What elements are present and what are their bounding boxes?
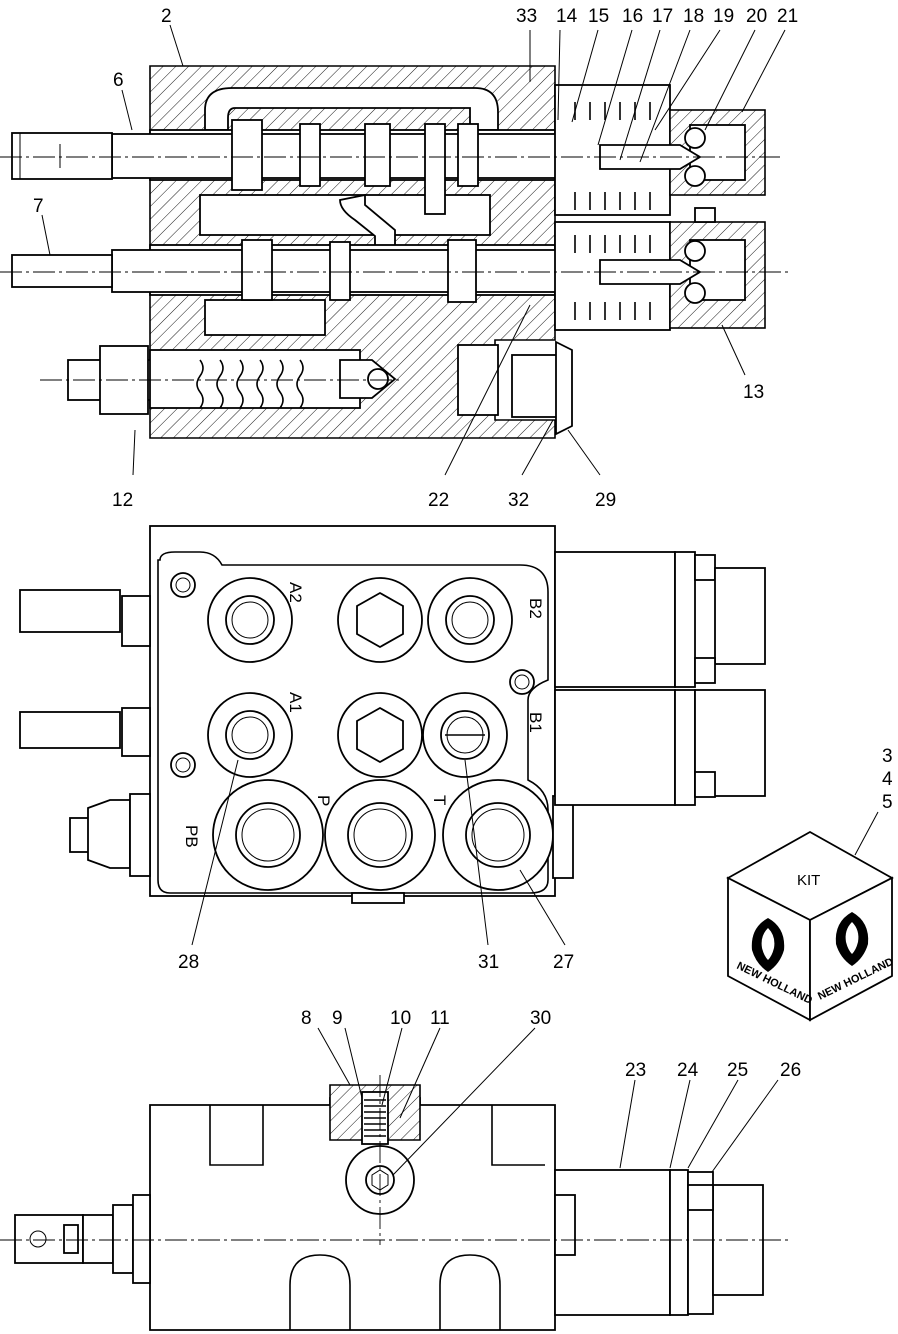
callout-18: 18 bbox=[683, 6, 704, 27]
callout-23: 23 bbox=[625, 1060, 646, 1081]
callout-33: 33 bbox=[516, 6, 537, 27]
port-b1: B1 bbox=[526, 712, 545, 733]
callout-3: 3 bbox=[882, 746, 893, 767]
callouts-top: 2 6 7 12 13 33 14 15 16 17 18 19 20 21 2… bbox=[33, 6, 798, 511]
callout-16: 16 bbox=[622, 6, 643, 27]
leaders-bottom bbox=[317, 1027, 779, 1176]
callouts-bottom: 8 9 10 11 30 23 24 25 26 bbox=[301, 1008, 801, 1081]
port-view bbox=[19, 525, 766, 904]
callout-32: 32 bbox=[508, 490, 529, 511]
callout-26: 26 bbox=[780, 1060, 801, 1081]
callout-5: 5 bbox=[882, 792, 893, 813]
callout-2: 2 bbox=[161, 6, 172, 27]
spool-6 bbox=[111, 133, 563, 179]
callout-28: 28 bbox=[178, 952, 199, 973]
callout-10: 10 bbox=[390, 1008, 411, 1029]
callout-21: 21 bbox=[777, 6, 798, 27]
callout-9: 9 bbox=[332, 1008, 343, 1029]
callout-4: 4 bbox=[882, 769, 893, 790]
port-pb: PB bbox=[182, 825, 201, 848]
port-b2: B2 bbox=[526, 598, 545, 619]
callout-17: 17 bbox=[652, 6, 673, 27]
kit-cube: KIT NEW HOLLAND NEW HOLLAND bbox=[726, 830, 896, 1022]
leaders-middle bbox=[191, 759, 879, 946]
callout-13: 13 bbox=[743, 382, 764, 403]
callout-22: 22 bbox=[428, 490, 449, 511]
callout-25: 25 bbox=[727, 1060, 748, 1081]
callout-19: 19 bbox=[713, 6, 734, 27]
spool-7-stem bbox=[11, 254, 113, 288]
callout-31: 31 bbox=[478, 952, 499, 973]
callout-15: 15 bbox=[588, 6, 609, 27]
leaders-top bbox=[41, 24, 786, 476]
callout-24: 24 bbox=[677, 1060, 699, 1081]
callout-6: 6 bbox=[113, 70, 124, 91]
port-a1: A1 bbox=[286, 692, 305, 713]
port-labels: A2 B2 A1 B1 P T PB bbox=[182, 582, 545, 848]
callout-30: 30 bbox=[530, 1008, 551, 1029]
callout-27: 27 bbox=[553, 952, 574, 973]
side-view bbox=[0, 1075, 790, 1331]
callout-8: 8 bbox=[301, 1008, 312, 1029]
port-t: T bbox=[430, 795, 449, 805]
port-p: P bbox=[314, 795, 333, 806]
callout-7: 7 bbox=[33, 196, 44, 217]
kit-label: KIT bbox=[797, 872, 820, 889]
callout-20: 20 bbox=[746, 6, 767, 27]
callout-11: 11 bbox=[430, 1008, 450, 1029]
section-view bbox=[0, 65, 790, 439]
callout-29: 29 bbox=[595, 490, 616, 511]
callout-14: 14 bbox=[556, 6, 578, 27]
callouts-middle: 28 31 27 3 4 5 bbox=[178, 746, 893, 973]
port-a2: A2 bbox=[286, 582, 305, 603]
spool-6-clevis bbox=[11, 132, 113, 180]
callout-12: 12 bbox=[112, 490, 133, 511]
